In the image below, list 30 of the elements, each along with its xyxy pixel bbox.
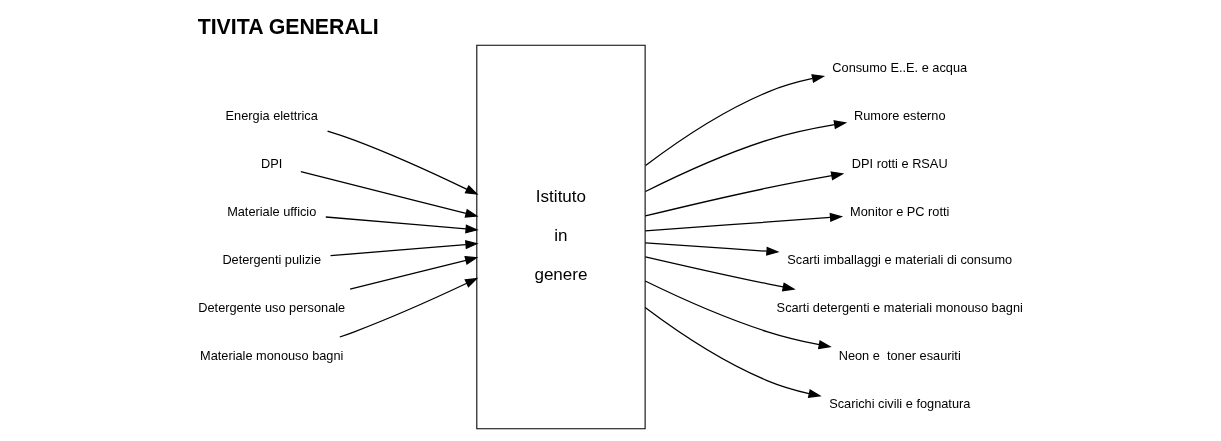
node-text: Consumo E..E. e acqua [832, 59, 968, 75]
node-text: Energia elettrica [225, 107, 318, 123]
node-text: DPI [261, 155, 283, 171]
arrow [644, 306, 822, 398]
node-text: Detergente uso personale [198, 299, 346, 315]
arrow [325, 215, 479, 234]
arrow [644, 73, 826, 166]
arrow [300, 170, 479, 218]
node-text: Monitor e PC rotti [850, 203, 950, 219]
arrow [326, 129, 479, 195]
node-text: Scarichi civili e fognatura [829, 395, 971, 411]
node-box: Istituto in genere [476, 44, 646, 429]
node-text: Scarti detergenti e materiali monouso bagni [776, 299, 1023, 315]
node-text: Detergenti pulizie [222, 251, 322, 267]
arrow [644, 170, 845, 217]
arrow [644, 241, 780, 256]
node-text: Materiale monouso bagni [200, 347, 344, 363]
node-text: Rumore esterno [853, 107, 946, 123]
arrow [339, 277, 479, 338]
arrow [349, 255, 479, 290]
arrow [329, 239, 479, 256]
node-text: Neon e toner esauriti [838, 347, 961, 363]
node-text: DPI rotti e RSAU [851, 155, 948, 171]
node-text: Scarti imballaggi e materiali di consumo [787, 251, 1013, 267]
arrow [644, 255, 796, 291]
arrow [644, 279, 832, 349]
diagram-title: TIVITA GENERALI [197, 14, 379, 38]
arrow [644, 212, 844, 232]
arrow [644, 119, 848, 192]
node-text: Materiale ufficio [227, 203, 317, 219]
